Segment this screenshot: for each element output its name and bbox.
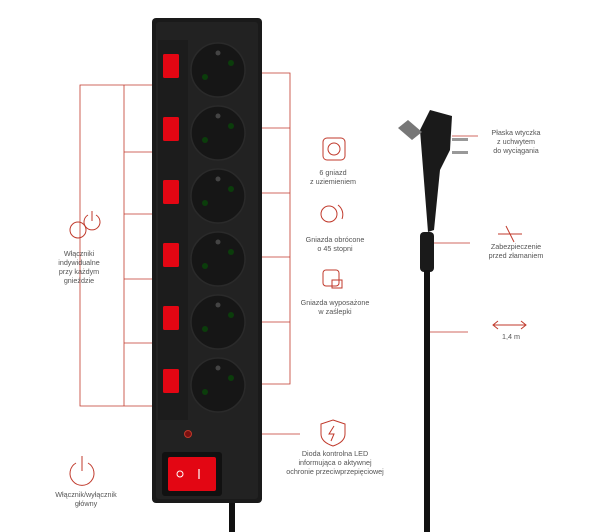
socket-hole [202, 263, 208, 269]
individual-switch[interactable] [163, 180, 179, 204]
ground-pin [215, 239, 221, 245]
lock-socket-icon [322, 269, 343, 289]
socket[interactable] [190, 231, 246, 287]
socket[interactable] [190, 42, 246, 98]
socket-hole [228, 249, 234, 255]
individual-switch[interactable] [163, 117, 179, 141]
ground-pin [215, 113, 221, 119]
rotated-sockets-label: Gniazda obrócone o 45 stopni [305, 235, 365, 253]
socket-hole [228, 312, 234, 318]
socket[interactable] [190, 357, 246, 413]
individual-switch[interactable] [163, 306, 179, 330]
socket-hole [228, 375, 234, 381]
plug-illustration [398, 110, 468, 532]
ground-pin [215, 176, 221, 182]
individual-switch[interactable] [163, 369, 179, 393]
anti-break-icon [498, 225, 522, 243]
individual-switch[interactable] [163, 243, 179, 267]
sockets-count-label: 6 gniazd z uziemieniem [310, 168, 356, 186]
socket[interactable] [190, 168, 246, 224]
socket-row [163, 231, 246, 287]
socket-icon [322, 137, 346, 161]
led-indicator [184, 430, 192, 438]
socket[interactable] [190, 105, 246, 161]
ground-pin [215, 50, 221, 56]
individual-switches-label: Włączniki indywidualne przy każdym gnieź… [58, 249, 100, 285]
socket-row [163, 294, 246, 350]
power-symbol-icon [69, 456, 95, 486]
power-symbol-icon [69, 211, 101, 239]
led-label: Dioda kontrolna LED informująca o aktywn… [286, 449, 384, 476]
socket-hole [228, 186, 234, 192]
rotate-socket-icon [320, 204, 344, 223]
main-switch-label: Włącznik/wyłącznik główny [55, 490, 117, 508]
shield-lightning-icon [320, 419, 346, 447]
main-switch[interactable] [162, 452, 222, 496]
socket[interactable] [190, 294, 246, 350]
socket-row [163, 357, 246, 413]
double-arrow-icon [492, 320, 527, 330]
socket-hole [202, 74, 208, 80]
break-protection-label: Zabezpieczenie przed złamaniem [488, 242, 544, 260]
cable-length-label: 1,4 m [502, 332, 520, 341]
individual-switch[interactable] [163, 54, 179, 78]
socket-hole [202, 389, 208, 395]
ground-pin [215, 302, 221, 308]
socket-hole [202, 326, 208, 332]
socket-hole [202, 137, 208, 143]
ground-pin [215, 365, 221, 371]
flat-plug-label: Płaska wtyczka z uchwytem do wyciągania [491, 128, 541, 155]
socket-hole [228, 123, 234, 129]
socket-row [163, 105, 246, 161]
socket-hole [228, 60, 234, 66]
socket-hole [202, 200, 208, 206]
shutters-label: Gniazda wyposażone w zaślepki [300, 298, 370, 316]
socket-row [163, 42, 246, 98]
socket-row [163, 168, 246, 224]
